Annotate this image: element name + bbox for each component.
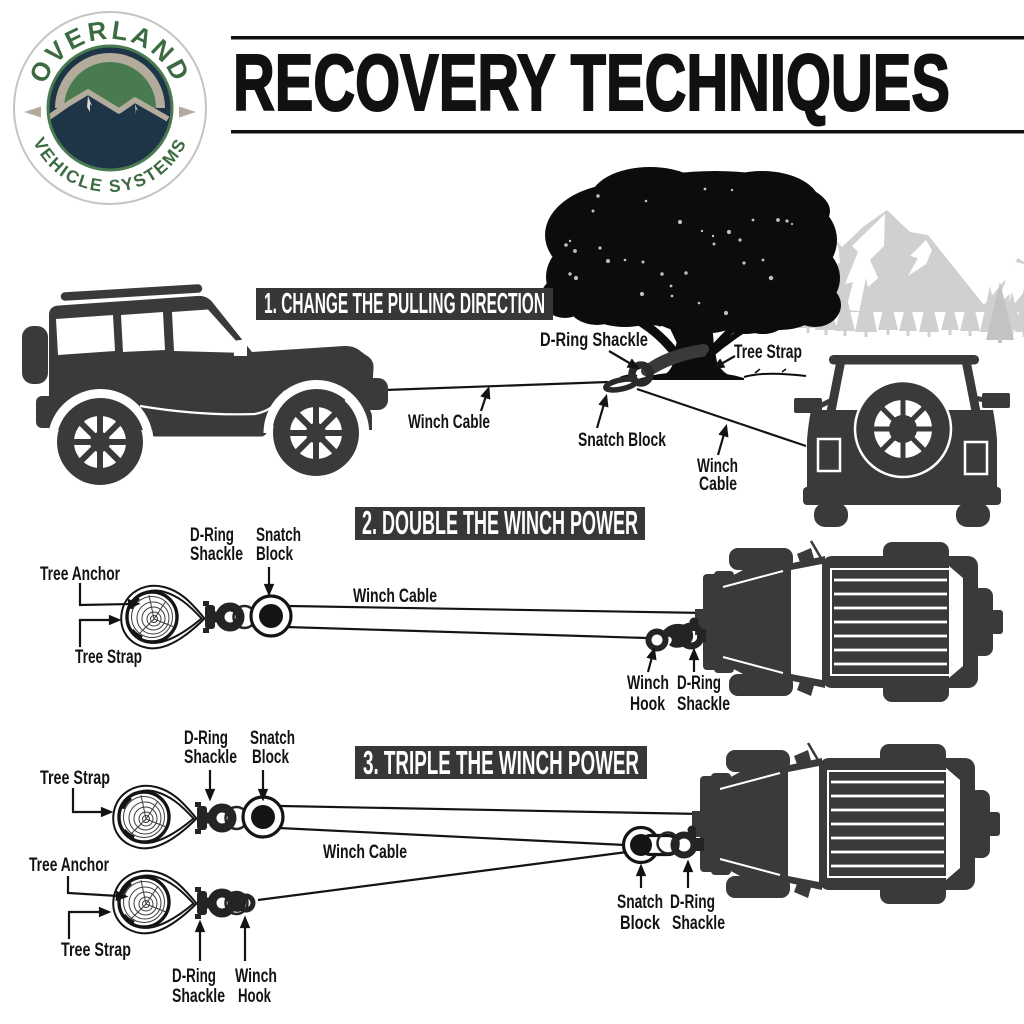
svg-text:Tree Anchor: Tree Anchor xyxy=(40,564,120,585)
svg-text:D-Ring: D-Ring xyxy=(670,892,715,913)
svg-text:Shackle: Shackle xyxy=(672,913,725,934)
svg-text:2. DOUBLE THE WINCH POWER: 2. DOUBLE THE WINCH POWER xyxy=(362,504,638,541)
svg-text:Hook: Hook xyxy=(238,986,271,1007)
svg-text:Winch Cable: Winch Cable xyxy=(408,412,490,433)
svg-text:Cable: Cable xyxy=(699,474,737,495)
svg-text:Tree Strap: Tree Strap xyxy=(61,940,131,961)
svg-text:Tree Anchor: Tree Anchor xyxy=(29,855,109,876)
svg-text:Winch: Winch xyxy=(235,966,277,987)
svg-text:D-Ring: D-Ring xyxy=(184,728,228,749)
svg-text:Winch Cable: Winch Cable xyxy=(353,586,437,607)
svg-text:Winch Cable: Winch Cable xyxy=(323,842,407,863)
svg-text:RECOVERY TECHNIQUES: RECOVERY TECHNIQUES xyxy=(233,38,950,127)
svg-text:Snatch: Snatch xyxy=(256,525,301,546)
svg-text:Snatch: Snatch xyxy=(617,892,663,913)
svg-text:Block: Block xyxy=(256,544,293,565)
svg-text:D-Ring: D-Ring xyxy=(190,525,234,546)
svg-text:Block: Block xyxy=(252,747,289,768)
svg-text:D-Ring: D-Ring xyxy=(172,966,216,987)
svg-text:3. TRIPLE THE WINCH POWER: 3. TRIPLE THE WINCH POWER xyxy=(363,744,639,781)
svg-text:Tree Strap: Tree Strap xyxy=(734,342,802,363)
svg-text:Hook: Hook xyxy=(630,694,665,715)
svg-text:D-Ring Shackle: D-Ring Shackle xyxy=(540,330,648,351)
svg-text:1. CHANGE THE PULLING DIRECTIO: 1. CHANGE THE PULLING DIRECTION xyxy=(264,288,545,320)
svg-text:Tree Strap: Tree Strap xyxy=(40,768,110,789)
svg-text:Shackle: Shackle xyxy=(190,544,243,565)
svg-text:Winch: Winch xyxy=(627,673,669,694)
svg-text:Shackle: Shackle xyxy=(184,747,237,768)
svg-text:D-Ring: D-Ring xyxy=(677,673,721,694)
svg-text:Shackle: Shackle xyxy=(677,694,730,715)
svg-text:Tree Strap: Tree Strap xyxy=(75,647,142,668)
svg-text:Snatch Block: Snatch Block xyxy=(578,430,666,451)
svg-text:Snatch: Snatch xyxy=(250,728,295,749)
svg-text:Shackle: Shackle xyxy=(172,986,225,1007)
svg-text:Block: Block xyxy=(620,913,660,934)
svg-text:Winch: Winch xyxy=(697,456,738,477)
